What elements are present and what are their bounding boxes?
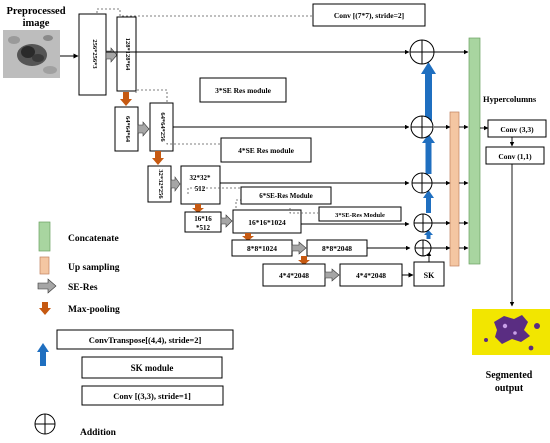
maxpool-arrow-5	[298, 256, 310, 265]
output-label-line2: output	[495, 383, 524, 394]
svg-text:128*128*64: 128*128*64	[124, 38, 131, 71]
legend-skmodule: SK module	[81, 356, 223, 379]
seres-arrow-4	[220, 214, 233, 228]
svg-text:Concatenate: Concatenate	[68, 234, 119, 244]
block-32a: 32*32*256	[147, 165, 172, 203]
svg-text:32*32*256: 32*32*256	[157, 169, 164, 199]
block-16b: 16*16*1024	[232, 209, 302, 234]
svg-text:4*SE Res module: 4*SE Res module	[238, 146, 295, 155]
svg-text:512: 512	[195, 185, 206, 193]
svg-text:Conv (3,3): Conv (3,3)	[500, 125, 534, 134]
conv33-box: Conv (3,3)	[487, 119, 547, 138]
svg-text:SK module: SK module	[131, 363, 174, 373]
maxpool-arrow-4	[242, 233, 254, 241]
svg-text:SK: SK	[424, 271, 435, 280]
seres-arrow-3	[170, 176, 181, 192]
svg-text:16*16*1024: 16*16*1024	[248, 218, 286, 227]
skip-connections	[106, 49, 432, 262]
annotation-conv7: Conv [(7*7), stride=2]	[312, 3, 426, 27]
svg-text:SE-Res: SE-Res	[68, 283, 98, 293]
sk-block: SK	[413, 261, 445, 287]
block-4a: 4*4*2048	[262, 263, 326, 287]
svg-text:64*64*256: 64*64*256	[159, 112, 166, 142]
legend-conv33: Conv [(3,3), stride=1]	[81, 385, 224, 406]
svg-text:3*SE Res module: 3*SE Res module	[215, 86, 272, 95]
legend-seres: SE-Res	[37, 278, 98, 294]
hypercolumns-label: Hypercolumns	[483, 94, 537, 104]
svg-text:8*8*2048: 8*8*2048	[322, 244, 352, 253]
svg-text:Max-pooling: Max-pooling	[68, 305, 120, 315]
maxpool-arrow-3	[192, 204, 204, 213]
svg-text:16*16: 16*16	[194, 215, 212, 223]
svg-text:Conv [(3,3), stride=1]: Conv [(3,3), stride=1]	[113, 391, 191, 401]
svg-text:*512: *512	[196, 224, 211, 232]
block-8b: 8*8*2048	[306, 239, 368, 257]
svg-text:ConvTranspose[(4,4), stride=2]: ConvTranspose[(4,4), stride=2]	[89, 335, 202, 345]
block-16a: 16*16 *512	[184, 211, 222, 233]
svg-text:Conv (1,1): Conv (1,1)	[498, 152, 532, 161]
annotation-se3: 3*SE Res module	[199, 77, 287, 103]
svg-text:4*4*2048: 4*4*2048	[356, 271, 386, 280]
annotation-se4: 4*SE Res module	[220, 137, 312, 163]
svg-text:6*SE-Res Module: 6*SE-Res Module	[259, 192, 312, 200]
segmented-output-image	[472, 309, 550, 355]
upsample-bar	[449, 111, 460, 267]
svg-text:Up sampling: Up sampling	[68, 263, 120, 273]
legend-upsampling: Up sampling	[39, 256, 120, 275]
input-image	[3, 30, 60, 78]
svg-text:4*4*2048: 4*4*2048	[279, 271, 309, 280]
annotation-se6: 6*SE-Res Module	[240, 186, 332, 205]
input-label-line1: Preprocessed	[6, 6, 65, 17]
conv11-box: Conv (1,1)	[485, 146, 545, 165]
svg-text:3*SE-Res Module: 3*SE-Res Module	[335, 212, 385, 219]
addition-nodes	[409, 39, 435, 257]
svg-text:8*8*1024: 8*8*1024	[247, 244, 277, 253]
legend-concatenate: Concatenate	[38, 221, 119, 252]
legend-convtranspose: ConvTranspose[(4,4), stride=2]	[37, 329, 234, 366]
block-64a: 64*64*64	[114, 106, 139, 152]
svg-text:256*256*3: 256*256*3	[91, 39, 98, 69]
legend-maxpool: Max-pooling	[39, 302, 120, 315]
input-label-line2: image	[23, 18, 50, 29]
maxpool-arrow-1	[120, 92, 132, 106]
block-32b: 32*32* 512	[180, 165, 221, 205]
block-8a: 8*8*1024	[231, 239, 293, 257]
block-128: 128*128*64	[116, 16, 137, 92]
svg-text:Addition: Addition	[80, 428, 117, 438]
maxpool-arrow-2	[152, 151, 164, 165]
svg-text:Conv [(7*7), stride=2]: Conv [(7*7), stride=2]	[334, 11, 404, 20]
upsample-connectors	[431, 49, 469, 251]
svg-text:32*32*: 32*32*	[190, 174, 212, 182]
seres-arrow-6	[324, 268, 340, 282]
seres-arrow-5	[291, 241, 307, 255]
block-64b: 64*64*256	[149, 102, 174, 152]
block-4b: 4*4*2048	[339, 263, 403, 287]
convtranspose-arrows	[421, 62, 436, 239]
annotation-se3b: 3*SE-Res Module	[318, 206, 402, 222]
svg-text:64*64*64: 64*64*64	[124, 116, 131, 143]
output-label-line1: Segmented	[486, 370, 533, 381]
annotation-connectors	[96, 8, 318, 214]
seres-arrow-1	[105, 47, 118, 63]
seres-arrow-2	[137, 121, 150, 137]
legend-addition: Addition	[34, 413, 117, 438]
block-256: 256*256*3	[78, 13, 107, 96]
concat-bar	[468, 37, 481, 265]
